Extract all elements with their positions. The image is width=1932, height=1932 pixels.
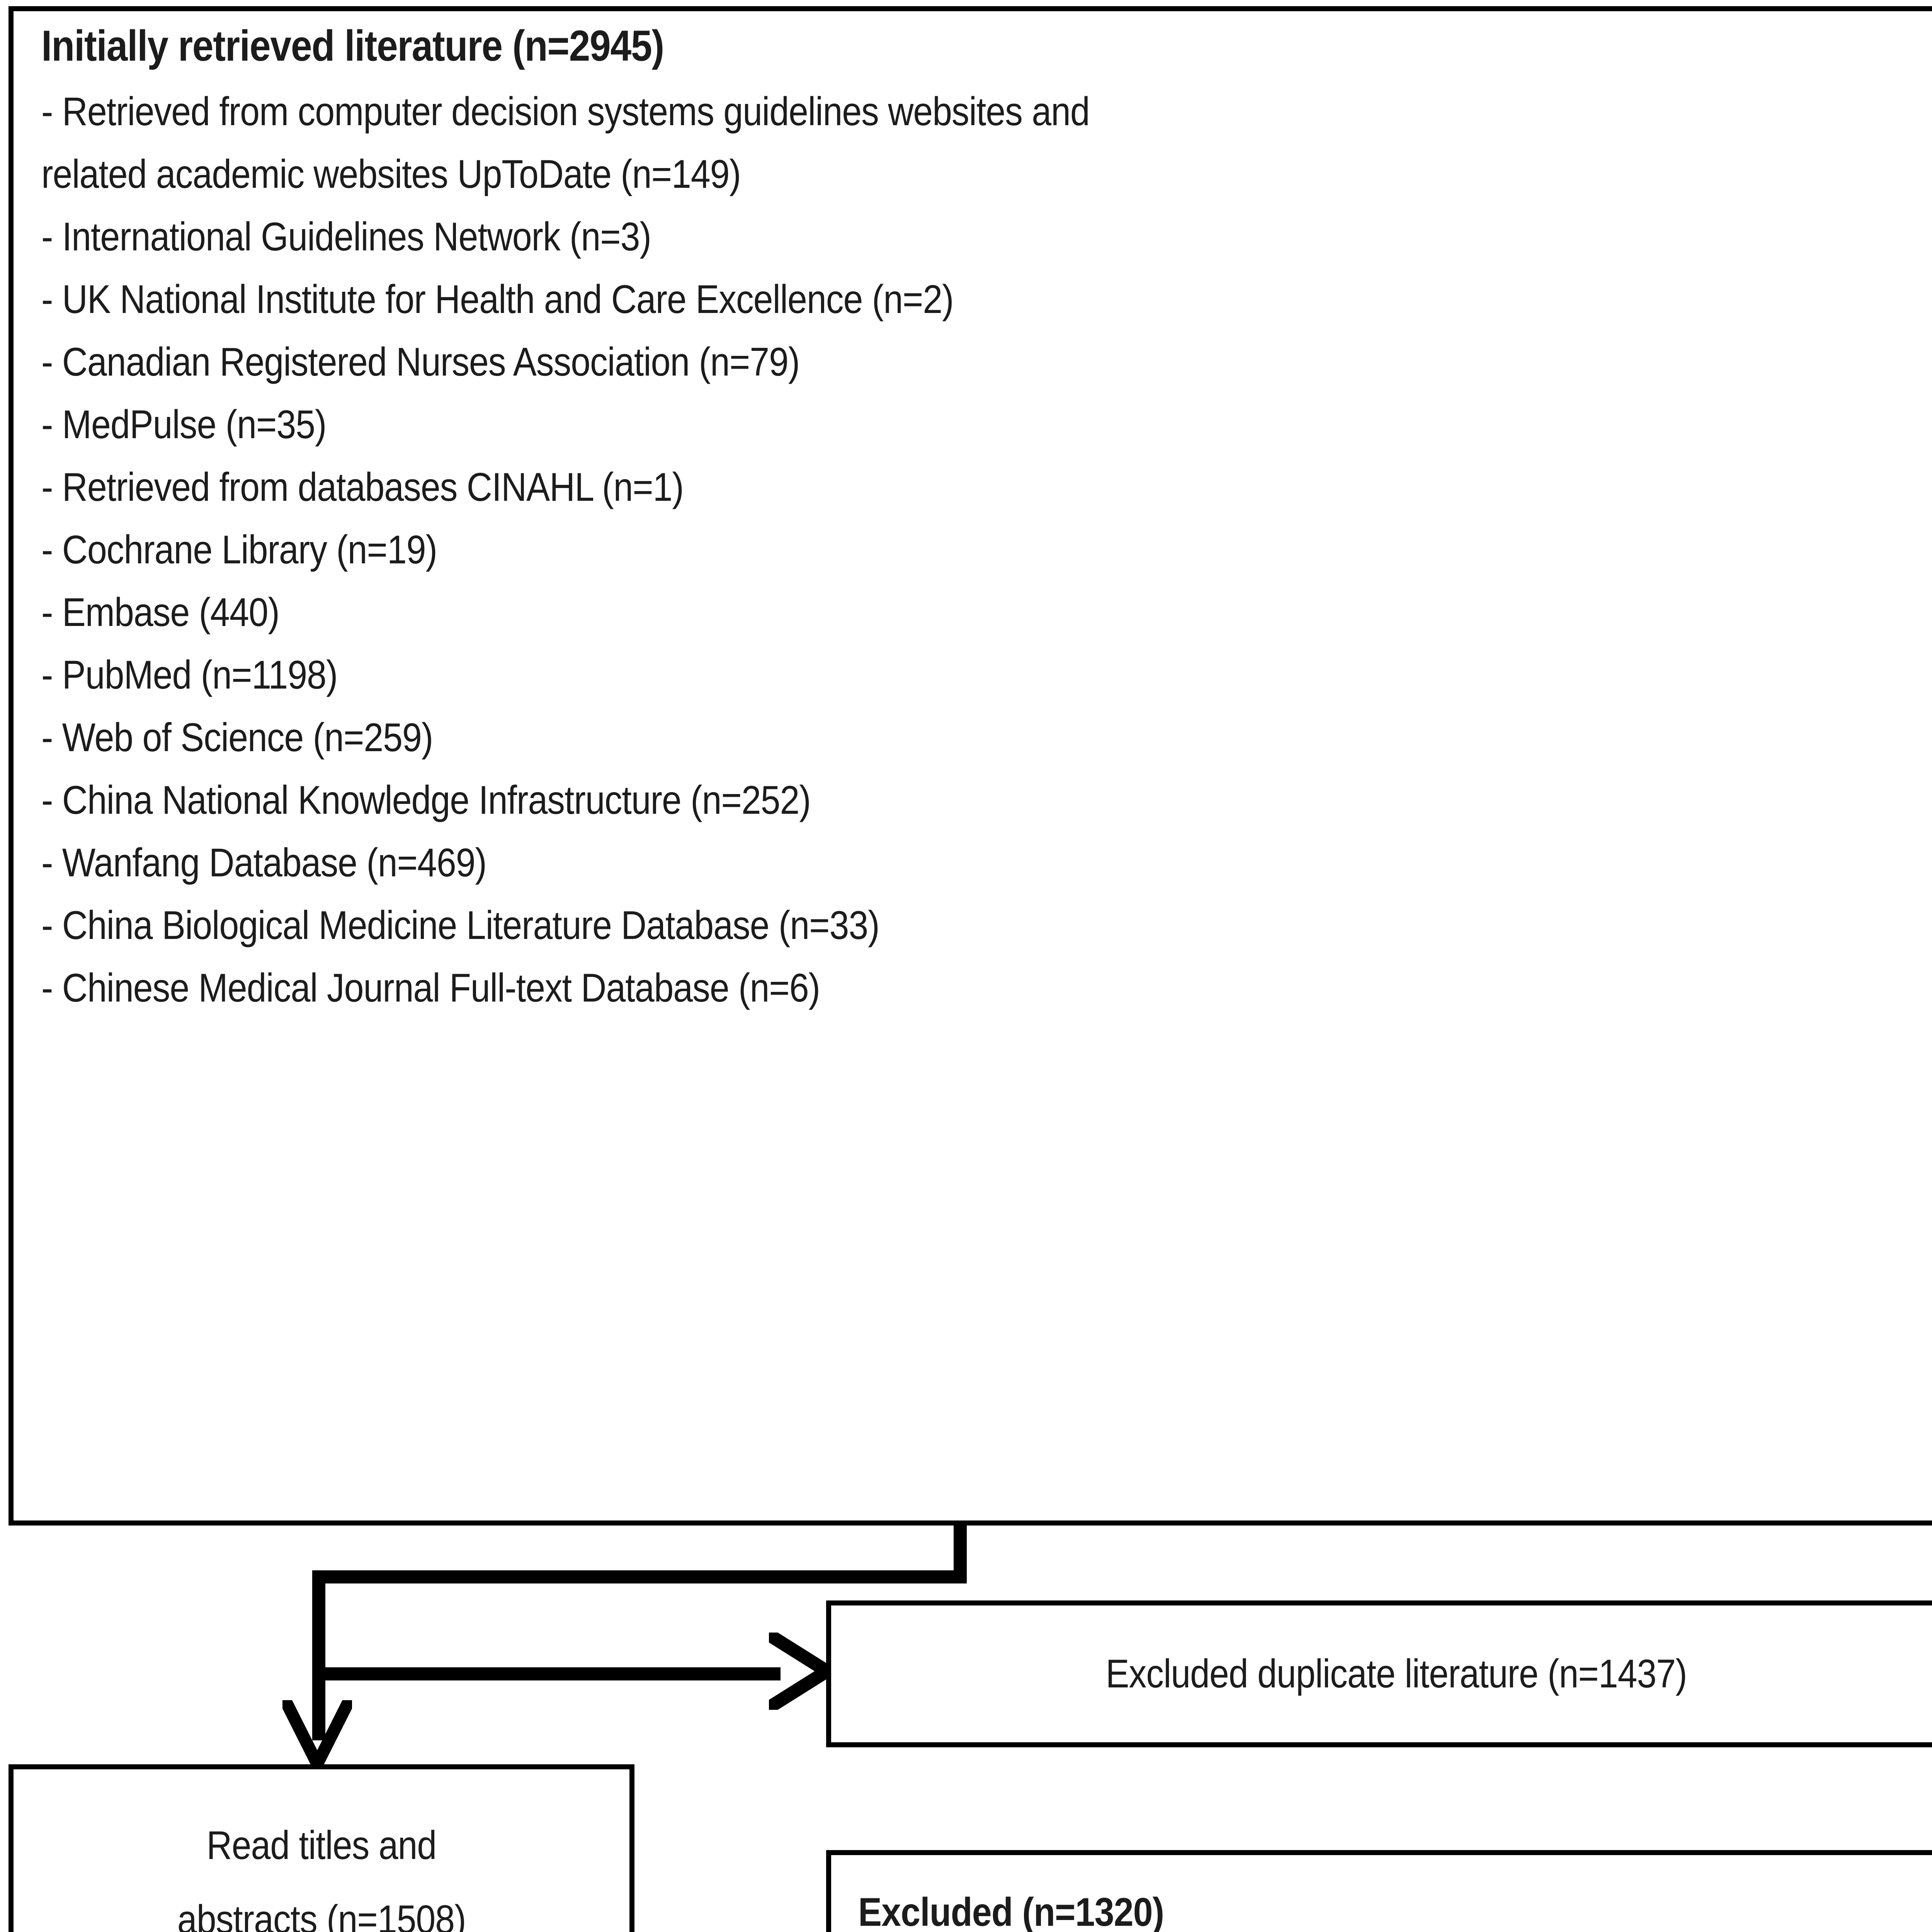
read-titles-line-1: Read titles and <box>206 1823 437 1868</box>
source-line: - Chinese Medical Journal Full-text Data… <box>41 966 820 1010</box>
source-line: - Canadian Registered Nurses Association… <box>41 340 800 384</box>
source-line: - Web of Science (n=259) <box>41 715 433 760</box>
source-line: - PubMed (n=1198) <box>41 653 338 697</box>
read-titles-abstracts-box: Read titles and abstracts (n=1508) <box>9 1764 634 1932</box>
source-line: - International Guidelines Network (n=3) <box>41 214 651 259</box>
excluded-duplicates-box: Excluded duplicate literature (n=1437) <box>826 1600 1932 1747</box>
excluded-titles-box: Excluded (n=1320) - Title not relevant (… <box>826 1850 1932 1932</box>
initial-box-title: Initially retrieved literature (n=2945) <box>41 22 664 70</box>
initially-retrieved-literature-box: Initially retrieved literature (n=2945) … <box>9 6 1932 1526</box>
read-titles-line-2: abstracts (n=1508) <box>177 1897 466 1932</box>
source-line: - Cochrane Library (n=19) <box>41 527 437 572</box>
source-line: - UK National Institute for Health and C… <box>41 277 954 322</box>
source-line: - Embase (440) <box>41 590 280 635</box>
source-line: - MedPulse (n=35) <box>41 402 327 447</box>
source-line: related academic websites UpToDate (n=14… <box>41 152 741 197</box>
source-line: - Retrieved from computer decision syste… <box>41 89 1090 134</box>
excluded-titles-heading: Excluded (n=1320) <box>858 1890 1164 1932</box>
source-line: - China Biological Medicine Literature D… <box>41 903 880 948</box>
source-line: - Wanfang Database (n=469) <box>41 840 487 885</box>
connector-initial-elbow <box>312 1570 967 1583</box>
excluded-duplicates-label: Excluded duplicate literature (n=1437) <box>1106 1651 1687 1696</box>
connector-branch-duplicates <box>317 1667 781 1680</box>
source-line: - China National Knowledge Infrastructur… <box>41 778 811 823</box>
connector-trunk-to-titles <box>312 1570 325 1740</box>
source-line: - Retrieved from databases CINAHL (n=1) <box>41 465 684 510</box>
